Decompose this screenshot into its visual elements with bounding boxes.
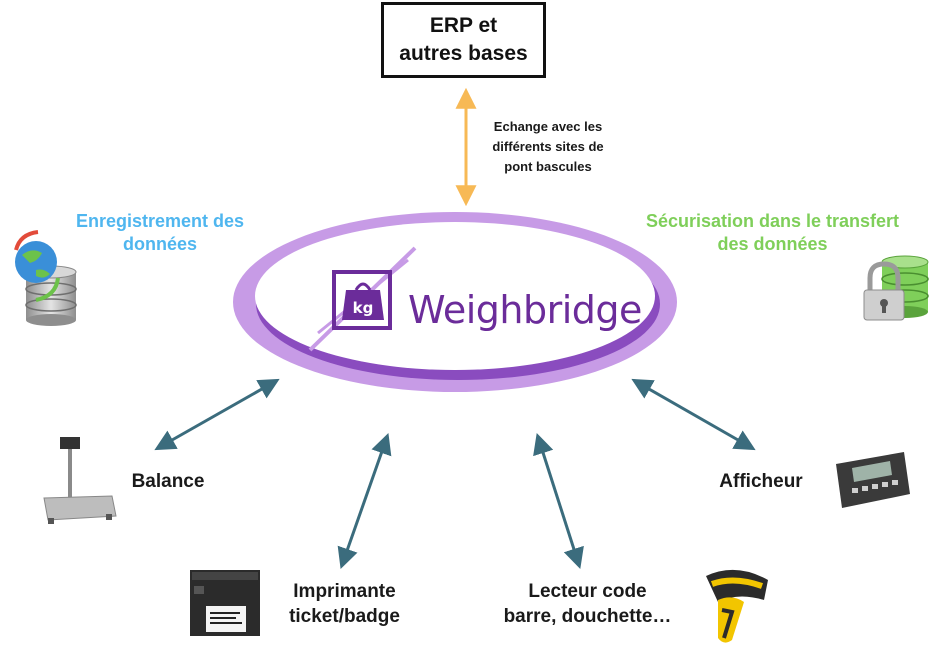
database-lock-icon	[863, 255, 929, 321]
imprimante-line1: Imprimante	[293, 581, 396, 602]
imprimante-label: Imprimante ticket/badge	[272, 580, 417, 629]
logo-kg-text: kg	[353, 299, 374, 317]
arrow-afficheur	[631, 378, 756, 451]
lecteur-line1: Lecteur code	[528, 581, 647, 602]
exchange-line1: Echange avec les	[493, 119, 603, 134]
exchange-label: Echange avec les différents sites de pon…	[478, 117, 618, 177]
afficheur-label: Afficheur	[719, 471, 803, 492]
erp-box: ERP et autres bases	[381, 2, 546, 78]
weighbridge-ring	[233, 212, 677, 392]
erp-line2: autres bases	[399, 42, 528, 65]
balance-label: Balance	[131, 471, 205, 492]
barcode-scanner-icon	[706, 569, 768, 643]
imprimante-line2: ticket/badge	[289, 605, 400, 627]
left-title-line2: données	[122, 234, 197, 255]
scale-icon	[43, 437, 117, 524]
logo-text: Weighbridge	[408, 288, 642, 332]
arrow-imprimante	[337, 433, 392, 569]
display-terminal-icon	[836, 452, 910, 508]
database-globe-icon	[14, 230, 77, 326]
exchange-line2: différents sites de	[492, 139, 604, 155]
arrow-balance	[154, 378, 280, 451]
lecteur-label: Lecteur code barre, douchette…	[485, 580, 690, 629]
label-printer-icon	[190, 570, 260, 636]
right-title: Sécurisation dans le transfert des donné…	[620, 210, 925, 257]
exchange-line3: pont bascules	[504, 159, 592, 175]
weighbridge-logo-icon: kg	[308, 246, 417, 352]
right-title-line1: Sécurisation dans le transfert	[645, 211, 900, 231]
arrow-lecteur	[533, 433, 584, 569]
left-title: Enregistrement des données	[60, 210, 260, 257]
lecteur-line2: barre, douchette…	[503, 605, 672, 627]
right-title-line2: des données	[717, 234, 828, 255]
erp-line1: ERP et	[429, 13, 498, 37]
left-title-line1: Enregistrement des	[75, 211, 245, 231]
